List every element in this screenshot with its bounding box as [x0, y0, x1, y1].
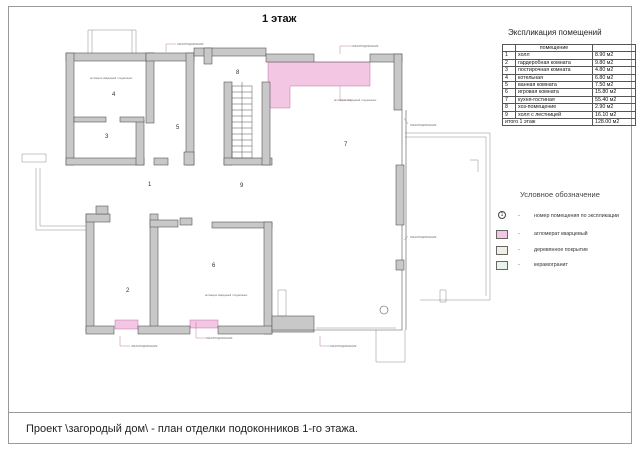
svg-text:ОКНО/ПОДОКОННИК: ОКНО/ПОДОКОННИК — [410, 235, 437, 239]
svg-text:ОКНО/ПОДОКОННИК: ОКНО/ПОДОКОННИК — [330, 344, 357, 348]
table-header-row: помещение — [502, 43, 636, 53]
drawing-caption: Проект \загородый дом\ - план отделки по… — [26, 423, 358, 435]
svg-text:ОКНО/ПОДОКОННИК: ОКНО/ПОДОКОННИК — [206, 336, 233, 340]
floor-title: 1 этаж — [262, 13, 297, 25]
room-number-7: 7 — [344, 142, 348, 148]
svg-text:агломерат кварцевый / подоконн: агломерат кварцевый / подоконник — [90, 76, 133, 80]
room-numbers: 1 2 3 4 5 6 7 8 9 — [105, 70, 348, 294]
room-number-1: 1 — [148, 182, 152, 188]
legend-title: Условное обозначение — [520, 190, 600, 199]
room-number-6: 6 — [212, 263, 216, 269]
svg-text:ОКНО/ПОДОКОННИК: ОКНО/ПОДОКОННИК — [352, 44, 379, 48]
room-number-5: 5 — [176, 125, 180, 131]
swatch-quartz — [496, 230, 508, 239]
svg-text:агломерат кварцевый / подоконн: агломерат кварцевый / подоконник — [205, 293, 248, 297]
quartz-sill-room-2 — [114, 319, 139, 330]
room-number-symbol: 1 — [498, 211, 506, 219]
kitchen-outline — [272, 61, 407, 331]
swatch-wood — [496, 246, 508, 255]
staircase — [231, 82, 253, 159]
leader-notes: ОКНО/ПОДОКОННИК ОКНО/ПОДОКОННИК агломера… — [90, 42, 437, 348]
svg-text:ОКНО/ПОДОКОННИК: ОКНО/ПОДОКОННИК — [410, 123, 437, 127]
explication-title: Экспликация помещений — [508, 28, 602, 37]
svg-text:агломерат кварцевый / подоконн: агломерат кварцевый / подоконник — [334, 98, 377, 102]
title-block — [8, 412, 632, 444]
walls — [65, 47, 405, 335]
quartz-sill-room-6 — [189, 319, 219, 329]
svg-text:ОКНО/ПОДОКОННИК: ОКНО/ПОДОКОННИК — [131, 344, 158, 348]
room-number-2: 2 — [126, 288, 130, 294]
room-number-9: 9 — [240, 183, 244, 189]
svg-text:ОКНО/ПОДОКОННИК: ОКНО/ПОДОКОННИК — [177, 42, 204, 46]
column-header: помещение — [515, 43, 593, 53]
swatch-porcelain — [496, 261, 508, 270]
room-number-3: 3 — [105, 134, 109, 140]
sheet-frame — [8, 6, 632, 444]
leader-lines — [119, 43, 409, 347]
room-number-4: 4 — [112, 92, 116, 98]
room-number-8: 8 — [236, 70, 240, 76]
